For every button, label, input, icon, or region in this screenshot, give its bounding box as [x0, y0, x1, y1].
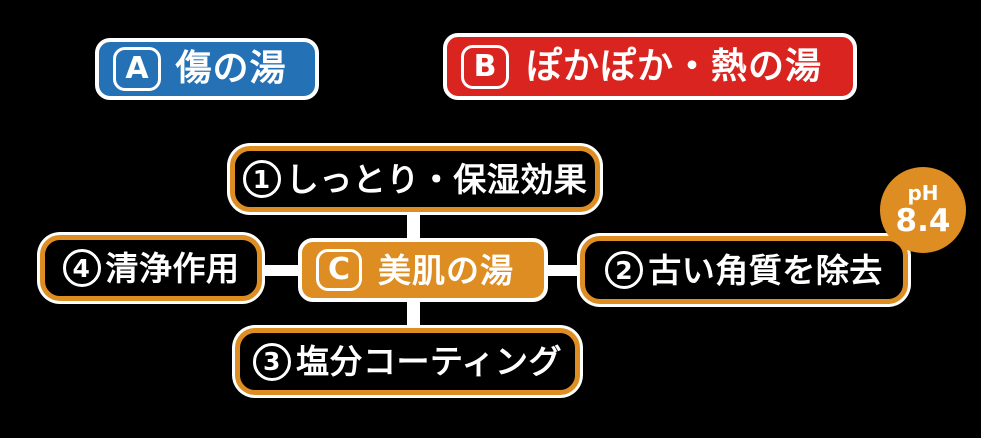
badge-b-atsu-no-yu: B ぽかぽか・熱の湯	[443, 33, 857, 100]
number-4: 4	[72, 253, 91, 283]
connector-right	[540, 265, 588, 276]
badge-a-letter: A	[125, 51, 149, 86]
connector-bottom	[407, 298, 420, 332]
ph-value-badge: pH 8.4	[880, 167, 966, 253]
effect-3-label: 塩分コーティング	[295, 342, 563, 381]
badge-c-label: 美肌の湯	[378, 250, 514, 290]
number-2-circle: 2	[605, 251, 644, 289]
effect-box-moisturizing: 1 しっとり・保湿効果	[230, 146, 600, 212]
badge-b-label: ぽかぽか・熱の湯	[525, 45, 822, 87]
effect-2-label: 古い角質を除去	[648, 250, 883, 290]
effect-box-salt-coating: 3 塩分コーティング	[235, 328, 580, 395]
connector-top	[407, 210, 420, 244]
ph-value: 8.4	[895, 203, 951, 239]
connector-left	[250, 265, 305, 276]
badge-b-letter-chip: B	[461, 44, 509, 89]
badge-a-letter-chip: A	[113, 47, 161, 91]
effect-box-cleansing: 4 清浄作用	[40, 235, 262, 301]
badge-a-kizu-no-yu: A 傷の湯	[95, 38, 319, 100]
badge-b-letter: B	[473, 48, 497, 84]
number-3: 3	[263, 347, 281, 376]
number-1: 1	[252, 164, 271, 194]
number-1-circle: 1	[242, 160, 281, 198]
badge-c-letter-chip: C	[316, 249, 362, 291]
ph-unit-label: pH	[907, 181, 939, 205]
badge-c-letter: C	[327, 252, 351, 287]
badge-a-label: 傷の湯	[175, 48, 287, 89]
effect-box-exfoliating: 2 古い角質を除去	[580, 236, 908, 304]
number-4-circle: 4	[62, 249, 101, 287]
effect-1-label: しっとり・保湿効果	[285, 159, 588, 199]
effect-4-label: 清浄作用	[105, 248, 240, 288]
number-3-circle: 3	[252, 342, 291, 381]
number-2: 2	[615, 255, 634, 285]
badge-c-bihada-no-yu: C 美肌の湯	[298, 238, 548, 302]
